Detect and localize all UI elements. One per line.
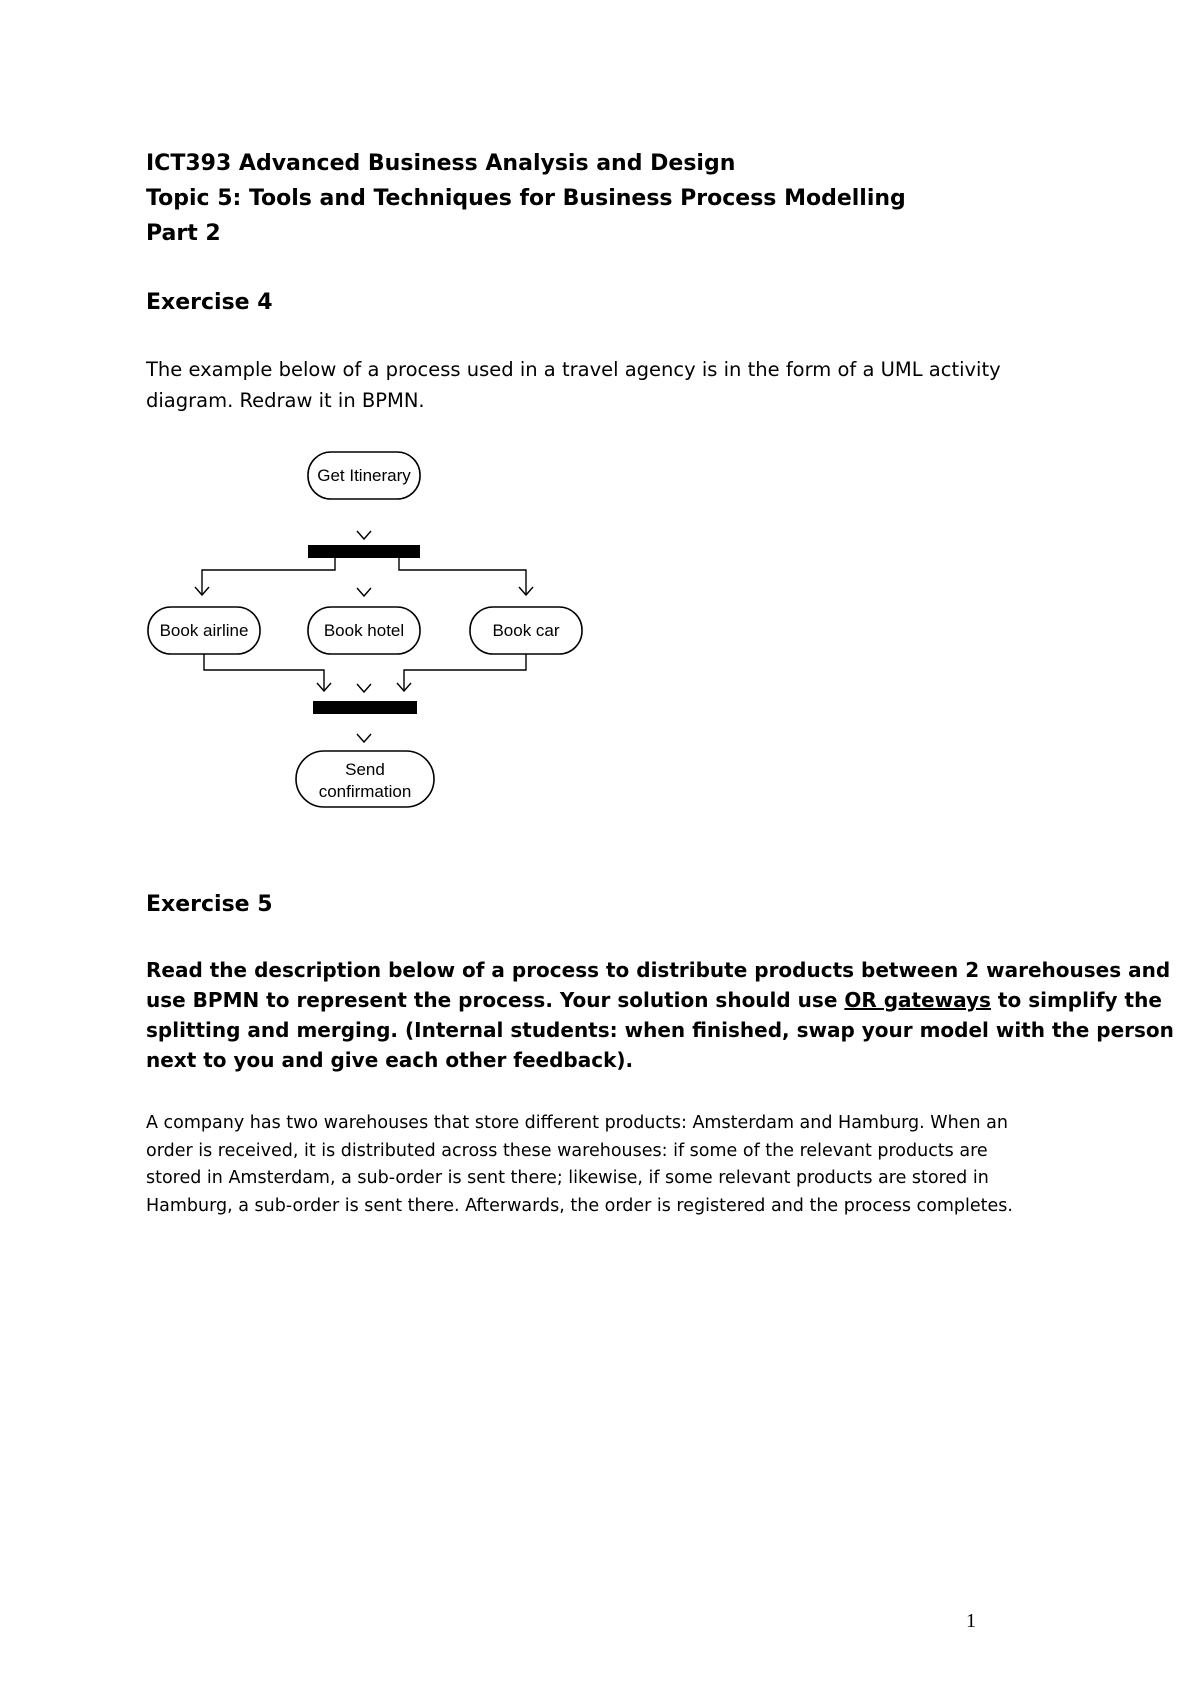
exercise-5-instruction-line: use BPMN to represent the process. Your … <box>146 985 1162 1015</box>
arrowhead <box>518 586 534 597</box>
uml-activity-diagram: Get Itinerary Book airline Book hotel Bo… <box>146 440 586 822</box>
exercise-5-title: Exercise 5 <box>146 892 273 917</box>
or-gateways-emphasis: OR gateways <box>844 988 991 1012</box>
topic-title: Topic 5: Tools and Techniques for Busine… <box>146 186 906 211</box>
join-connector-left <box>203 654 325 690</box>
arrowhead <box>356 733 372 744</box>
book-car-label: Book car <box>492 621 559 640</box>
instruction-text: to simplify the <box>990 988 1162 1012</box>
description-line: order is received, it is distributed acr… <box>146 1140 988 1161</box>
book-hotel-node <box>307 606 421 655</box>
fork-bar <box>308 545 420 558</box>
book-hotel-label: Book hotel <box>324 621 404 640</box>
send-confirmation-label-line1: Send <box>345 760 385 779</box>
arrowhead <box>356 530 372 541</box>
exercise-5-instruction-line: splitting and merging. (Internal student… <box>146 1018 1174 1042</box>
book-airline-label: Book airline <box>160 621 249 640</box>
description-line: A company has two warehouses that store … <box>146 1113 1008 1133</box>
join-bar <box>313 701 417 714</box>
arrowhead <box>316 682 332 693</box>
send-confirmation-node <box>295 750 435 808</box>
part-title: Part 2 <box>146 221 221 246</box>
exercise-5-instruction-line: Read the description below of a process … <box>146 958 1171 982</box>
course-title: ICT393 Advanced Business Analysis and De… <box>146 151 736 176</box>
exercise-5-instruction-line: next to you and give each other feedback… <box>146 1048 634 1072</box>
arrowhead <box>356 683 372 694</box>
description-line: stored in Amsterdam, a sub-order is sent… <box>146 1168 989 1188</box>
exercise-5-description: A company has two warehouses that store … <box>146 1110 1086 1220</box>
exercise-5-instructions: Read the description below of a process … <box>146 955 1174 1075</box>
description-line: Hamburg, a sub-order is sent there. Afte… <box>146 1195 1013 1216</box>
exercise-4-title: Exercise 4 <box>146 290 273 315</box>
get-itinerary-label: Get Itinerary <box>317 466 411 485</box>
arrowhead <box>356 587 372 598</box>
arrowhead <box>396 682 412 693</box>
send-confirmation-label-line2: confirmation <box>319 782 412 801</box>
fork-connector-right <box>398 558 527 595</box>
page-number: 1 <box>966 1610 976 1632</box>
instruction-text: use BPMN to represent the process. Your … <box>146 988 845 1012</box>
arrowhead <box>194 586 210 597</box>
exercise-4-instructions: The example below of a process used in a… <box>146 354 1046 416</box>
fork-connector-left <box>201 558 336 595</box>
join-connector-right <box>403 654 527 690</box>
exercise-4-instruction-line: diagram. Redraw it in BPMN. <box>146 389 425 412</box>
get-itinerary-node <box>307 451 421 500</box>
document-heading: ICT393 Advanced Business Analysis and De… <box>146 146 1106 251</box>
exercise-4-instruction-line: The example below of a process used in a… <box>146 358 1001 381</box>
